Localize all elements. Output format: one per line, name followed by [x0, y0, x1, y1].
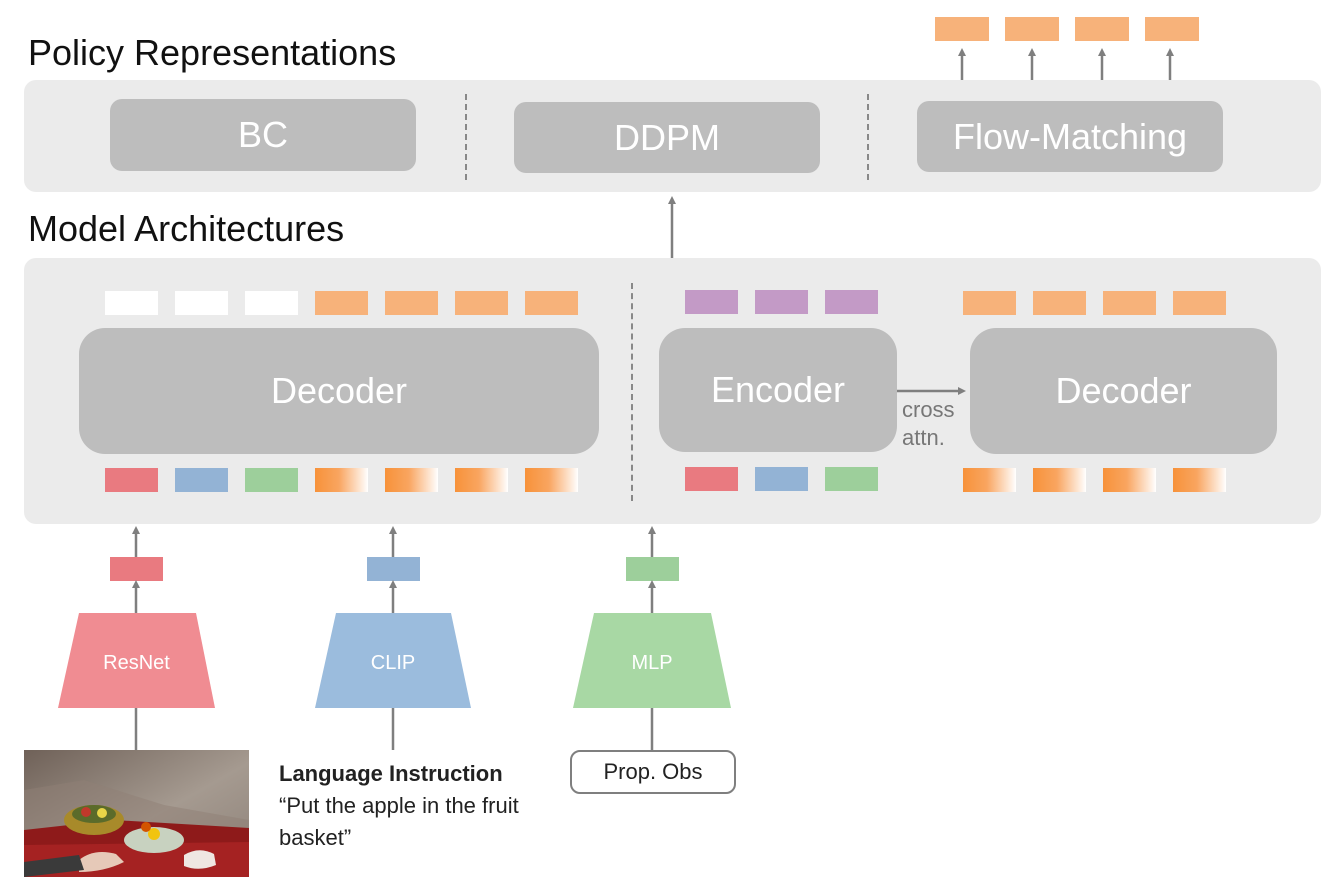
proprio-token	[825, 467, 878, 491]
language-token	[755, 467, 808, 491]
encoder-block: Encoder	[659, 328, 897, 452]
model-architectures-title: Model Architectures	[28, 208, 345, 249]
scene-photo	[24, 750, 249, 877]
action-token	[1033, 291, 1086, 315]
encoder-output-token	[755, 290, 808, 314]
architecture-divider	[631, 283, 633, 501]
decoder-block: Decoder	[970, 328, 1277, 454]
policy-representations-title: Policy Representations	[28, 32, 397, 73]
noisy-action-token	[1033, 468, 1086, 492]
clip-encoder-shape	[315, 613, 471, 708]
action-token	[1103, 291, 1156, 315]
action-token	[385, 291, 438, 315]
ddpm-block: DDPM	[514, 102, 820, 173]
noisy-action-token	[1103, 468, 1156, 492]
action-token	[525, 291, 578, 315]
noisy-action-token	[525, 468, 578, 492]
action-token	[963, 291, 1016, 315]
mlp-label: MLP	[631, 652, 673, 674]
policy-divider-2	[867, 94, 869, 180]
flow-matching-block: Flow-Matching	[917, 101, 1223, 172]
masked-token	[245, 291, 298, 315]
resnet-label: ResNet	[103, 652, 170, 674]
proprio-token	[245, 468, 298, 492]
language-embedding-token	[367, 557, 420, 581]
action-token	[455, 291, 508, 315]
noisy-action-token	[1173, 468, 1226, 492]
mlp-encoder-shape	[573, 613, 731, 708]
language-token	[175, 468, 228, 492]
vision-embedding-token	[110, 557, 163, 581]
language-instruction-title: Language Instruction	[279, 761, 503, 786]
action-token	[315, 291, 368, 315]
action-token	[1173, 291, 1226, 315]
decoder-only-block: Decoder	[79, 328, 599, 454]
encoder-output-token	[685, 290, 738, 314]
cross-attention-label: cross attn.	[902, 397, 955, 450]
clip-label: CLIP	[370, 652, 416, 674]
vision-token	[105, 468, 158, 492]
output-action-token	[1005, 17, 1059, 41]
noisy-action-token	[315, 468, 368, 492]
proprio-embedding-token	[626, 557, 679, 581]
noisy-action-token	[455, 468, 508, 492]
language-instruction-text: “Put the apple in the fruit basket”	[279, 793, 519, 850]
policy-divider-1	[465, 94, 467, 180]
output-action-token	[935, 17, 989, 41]
masked-token	[105, 291, 158, 315]
output-action-token	[1145, 17, 1199, 41]
noisy-action-token	[963, 468, 1016, 492]
output-action-token	[1075, 17, 1129, 41]
bc-block: BC	[110, 99, 416, 171]
masked-token	[175, 291, 228, 315]
prop-obs-box: Prop. Obs	[570, 750, 736, 794]
language-instruction-caption: Language Instruction “Put the apple in t…	[279, 758, 529, 854]
noisy-action-token	[385, 468, 438, 492]
resnet-encoder-shape	[58, 613, 215, 708]
vision-token	[685, 467, 738, 491]
encoder-output-token	[825, 290, 878, 314]
